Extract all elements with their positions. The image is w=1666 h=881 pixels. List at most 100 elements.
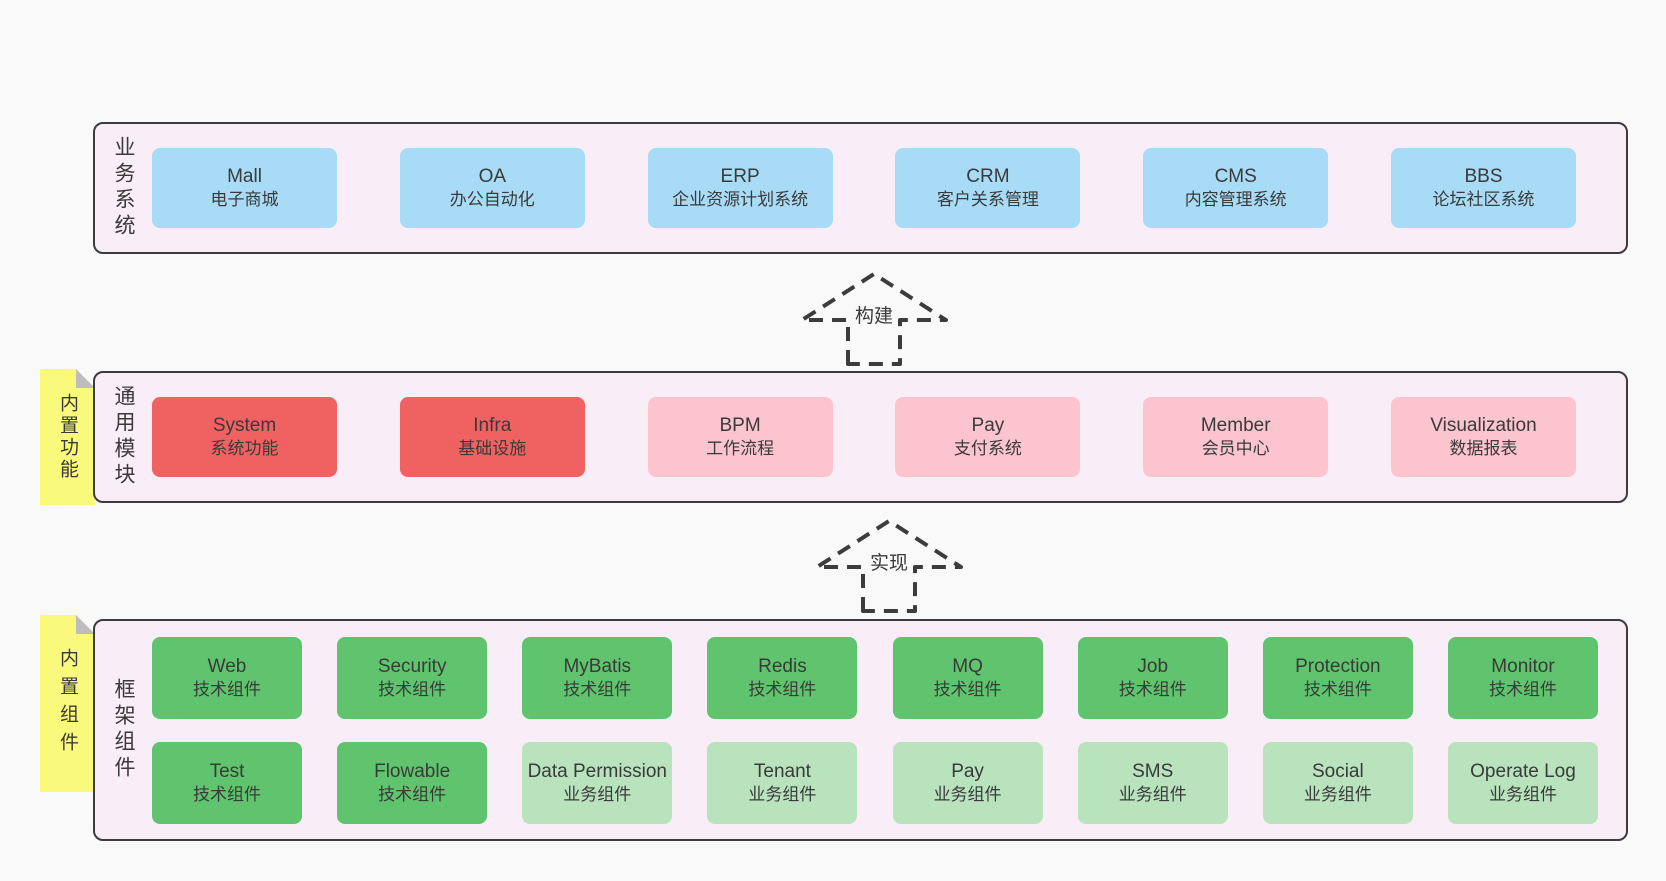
box-subtitle: 业务组件 xyxy=(1118,784,1187,804)
box-title: Protection xyxy=(1295,655,1381,677)
box-subtitle: 业务组件 xyxy=(748,784,817,804)
arrow-implement[interactable]: 实现 xyxy=(809,517,969,613)
sticky-note-builtin-components[interactable]: 内置组件 xyxy=(40,615,95,792)
box-subtitle: 企业资源计划系统 xyxy=(672,190,809,210)
box-subtitle: 技术组件 xyxy=(1303,679,1372,699)
box-title: MQ xyxy=(952,655,983,677)
box-title: Redis xyxy=(758,655,807,677)
box-title: BBS xyxy=(1464,166,1503,188)
sticky-note-builtin-features[interactable]: 内置功能 xyxy=(40,369,95,505)
box-subtitle: 技术组件 xyxy=(378,679,447,699)
box-title: Infra xyxy=(473,415,512,437)
box-subtitle: 办公自动化 xyxy=(449,190,535,210)
box-subtitle: 技术组件 xyxy=(193,679,261,699)
box-subtitle: 技术组件 xyxy=(748,679,817,699)
box-subtitle: 技术组件 xyxy=(933,679,1002,699)
box-subtitle: 数据报表 xyxy=(1449,439,1518,459)
box-title: BPM xyxy=(719,415,761,437)
box-title: Social xyxy=(1311,760,1364,782)
box-subtitle: 业务组件 xyxy=(933,784,1002,804)
box-title: CMS xyxy=(1214,166,1257,188)
box-title: ERP xyxy=(720,166,760,188)
box-title: System xyxy=(212,415,277,437)
arrow-label: 构建 xyxy=(850,300,898,329)
box-title: Security xyxy=(377,655,447,677)
box-subtitle: 系统功能 xyxy=(210,439,279,459)
box-title: Operate Log xyxy=(1470,760,1576,782)
box-subtitle: 支付系统 xyxy=(953,439,1022,459)
box-title: Visualization xyxy=(1430,415,1537,437)
box-title: Mall xyxy=(227,166,262,188)
arrow-build[interactable]: 构建 xyxy=(794,270,954,366)
box-subtitle: 技术组件 xyxy=(1488,679,1557,699)
box-title: Test xyxy=(209,760,245,782)
sticky-note-label: 内置组件 xyxy=(57,647,78,760)
box-title: Data Permission xyxy=(527,760,667,782)
sticky-note-label: 内置功能 xyxy=(57,393,78,481)
box-subtitle: 客户关系管理 xyxy=(936,190,1039,210)
box-title: Job xyxy=(1137,655,1169,677)
box-title: OA xyxy=(478,166,507,188)
box-subtitle: 工作流程 xyxy=(706,439,775,459)
layer-label: 通用模块 xyxy=(112,385,135,489)
box-subtitle: 技术组件 xyxy=(563,679,632,699)
box-subtitle: 业务组件 xyxy=(1488,784,1557,804)
box-subtitle: 论坛社区系统 xyxy=(1432,190,1535,210)
box-subtitle: 业务组件 xyxy=(563,784,632,804)
box-title: MyBatis xyxy=(563,655,632,677)
box-subtitle: 内容管理系统 xyxy=(1184,190,1287,210)
arrow-label: 实现 xyxy=(865,547,913,576)
box-subtitle: 会员中心 xyxy=(1201,439,1270,459)
box-title: Pay xyxy=(971,415,1005,437)
box-title: Monitor xyxy=(1491,655,1555,677)
box-title: Tenant xyxy=(753,760,811,782)
box-subtitle: 基础设施 xyxy=(458,439,527,459)
layer-label: 业务系统 xyxy=(112,136,135,240)
box-subtitle: 技术组件 xyxy=(193,784,261,804)
box-subtitle: 业务组件 xyxy=(1303,784,1372,804)
box-title: Flowable xyxy=(374,760,451,782)
layer-label: 框架组件 xyxy=(112,678,135,782)
box-subtitle: 电子商城 xyxy=(210,190,279,210)
dashed-up-arrow-icon xyxy=(815,519,963,613)
